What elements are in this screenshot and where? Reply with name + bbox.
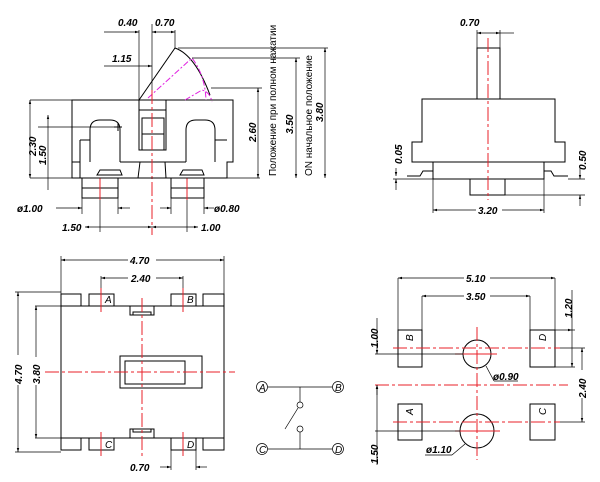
pcb-footprint: B D A C 5.10 3.50 1.20 2.40 [370,271,589,465]
front-dim-0.05: 0.05 [394,144,405,164]
fp-dim-3.50: 3.50 [466,292,486,303]
top-label-a: A [104,295,112,306]
schematic-label-c: C [259,445,267,456]
side-right-notch [185,119,216,162]
fp-dim-1.20: 1.20 [564,298,575,318]
note-full-press-position: Положение при полном нажатии [268,25,279,176]
fp-dim-1.00: 1.00 [370,328,381,348]
switch-contact-top [296,401,304,409]
top-label-d: D [187,440,194,451]
dim-1.15: 1.15 [112,54,132,65]
schematic-label-d: D [335,445,342,456]
dim-1.00-pitch: 1.00 [201,223,221,234]
pad-label-c: C [538,407,549,415]
terminal-d-circle [332,443,344,455]
front-dim-0.50: 0.50 [578,150,589,170]
switch-contact-bottom [296,425,304,433]
pad-label-a: A [405,408,416,416]
terminal-c-circle [256,443,268,455]
fp-dim-dia-0.90: ø0.90 [493,372,519,383]
top-label-b: B [187,295,194,306]
fp-dim-dia-1.10: ø1.10 [426,445,452,456]
dim-1.50-height: 1.50 [38,145,49,165]
actuator-lever [138,47,211,101]
dim-2.60: 2.60 [248,122,259,143]
side-left-notch [89,119,121,162]
switch-schematic: A B C D [256,381,344,456]
top-label-c: C [105,440,113,451]
terminal-a-circle [256,381,268,393]
side-view: 0.40 0.70 1.15 2.30 1.50 2.60 3.50 3.80 … [17,18,328,235]
top-dim-0.70-pin: 0.70 [130,463,150,474]
pad-label-b: B [405,334,416,341]
dim-1.50-pitch: 1.50 [62,223,82,234]
dim-3.80: 3.80 [315,102,326,122]
dim-3.50: 3.50 [285,114,296,134]
dim-0.40: 0.40 [118,18,138,29]
front-dim-3.20: 3.20 [478,206,498,217]
schematic-label-b: B [335,383,342,394]
top-dim-2.40: 2.40 [130,274,151,285]
top-dim-4.70-width: 4.70 [129,256,150,267]
front-body-outline [411,98,566,163]
dim-dia-0.80: ø0.80 [214,204,240,215]
top-view: A B C D 4.70 2.40 4.70 3.80 [11,253,235,474]
note-on-initial-position: ON начальное положение [304,55,315,176]
schematic-label-a: A [258,383,266,394]
dim-0.70-lever: 0.70 [155,18,175,29]
travel-arc [147,57,207,101]
dim-2.30: 2.30 [28,136,39,157]
top-dim-4.70-height: 4.70 [14,364,25,385]
fp-dim-2.40: 2.40 [578,378,589,399]
front-view: 0.70 0.05 0.50 3.20 [393,18,589,217]
fp-dim-1.50: 1.50 [370,444,381,464]
top-dim-3.80: 3.80 [32,364,43,384]
front-dim-0.70: 0.70 [460,18,480,29]
pad-label-d: D [538,334,549,341]
terminal-b-circle [332,381,344,393]
switch-symbol-icon [284,407,299,430]
dim-dia-1.00: ø1.00 [17,204,43,215]
fp-dim-5.10: 5.10 [466,274,486,285]
